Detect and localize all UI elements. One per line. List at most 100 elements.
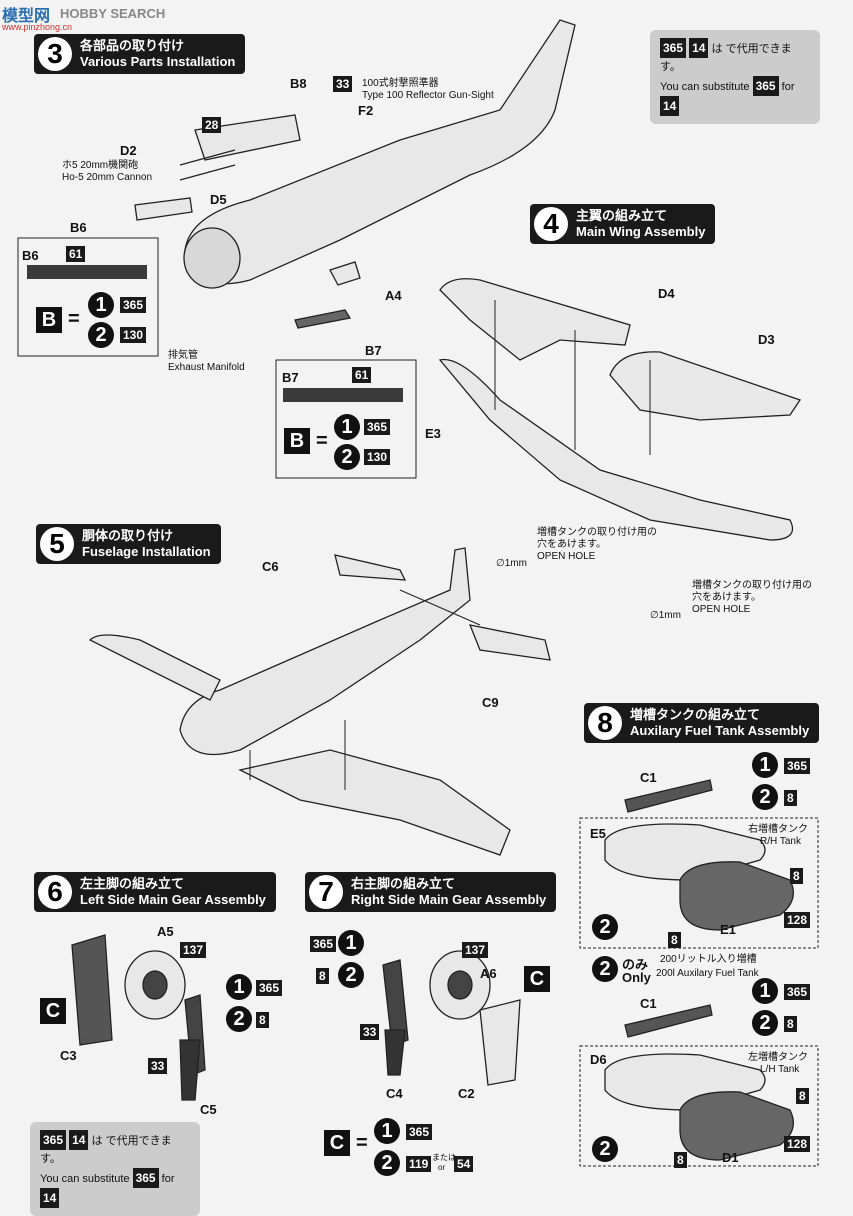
part-label: D6 [590, 1052, 607, 1067]
step-6-number: 6 [38, 875, 72, 909]
paint-chip: 365 [660, 38, 687, 58]
paint-chip: 365 [40, 1130, 67, 1150]
part-label: D1 [722, 1150, 739, 1165]
tank200-jp: 200リットル入り増槽 [660, 954, 757, 965]
watermark-url: www.pinzhong.cn [2, 22, 73, 32]
paint-chip: 61 [66, 246, 86, 262]
exhaust-label-en: Exhaust Manifold [168, 362, 245, 373]
ratio-2-icon: 2 [334, 444, 360, 470]
equals-sign: = [316, 430, 328, 452]
mix-letter: C [40, 998, 66, 1024]
lh-tank-jp: 左増槽タンク [748, 1052, 808, 1063]
substitute-note-bottom: 365 14 は で代用できます。 You can substitute 365… [30, 1122, 200, 1216]
paint-chip: 8 [674, 1152, 687, 1168]
ratio-1-icon: 1 [374, 1118, 400, 1144]
part-label: D5 [210, 192, 227, 207]
paint-chip: 137 [462, 942, 489, 958]
hole-note-en: OPEN HOLE [692, 604, 751, 615]
part-label: C3 [60, 1048, 77, 1063]
part-label: C9 [482, 695, 499, 710]
step-5-title-jp: 胴体の取り付け [82, 528, 174, 543]
paint-chip: 8 [790, 868, 803, 884]
part-label: E3 [425, 426, 441, 441]
paint-chip: 365 [364, 419, 391, 435]
paint-chip: 8 [256, 1012, 269, 1028]
paint-chip: 365 [784, 758, 811, 774]
gunsight-label-en: Type 100 Reflector Gun-Sight [362, 90, 494, 101]
paint-chip: 365 [310, 936, 337, 952]
step-6-title-jp: 左主脚の組み立て [80, 876, 185, 891]
part-label: C2 [458, 1086, 475, 1101]
part-label: D3 [758, 332, 775, 347]
step-4-title-jp: 主翼の組み立て [576, 208, 668, 223]
paint-chip: 365 [784, 984, 811, 1000]
ratio-1-icon: 1 [752, 752, 778, 778]
mix-letter: C [524, 966, 550, 992]
hole-note-jp: 増槽タンクの取り付け用の穴をあけます。 [692, 580, 812, 603]
paint-chip: 33 [148, 1058, 168, 1074]
step-3-title-jp: 各部品の取り付け [80, 38, 185, 53]
part-label: F2 [358, 103, 374, 118]
paint-chip: 365 [132, 1168, 159, 1188]
step-3-number: 3 [38, 37, 72, 71]
cannon-label-en: Ho-5 20mm Cannon [62, 172, 153, 183]
ratio-1-icon: 1 [334, 414, 360, 440]
ratio-1-icon: 1 [88, 292, 114, 318]
ratio-2-icon: 2 [592, 1136, 618, 1162]
step-7-number: 7 [309, 875, 343, 909]
rh-tank-jp: 右増槽タンク [748, 824, 808, 835]
paint-chip: 14 [689, 38, 709, 58]
step-8-title-en: Auxilary Fuel Tank Assembly [630, 723, 810, 738]
part-label: C4 [386, 1086, 403, 1101]
exhaust-label-jp: 排気管 [168, 350, 198, 361]
hole-size: ∅1mm [650, 610, 681, 621]
paint-chip: 33 [333, 76, 353, 92]
part-label: C6 [262, 559, 279, 574]
paint-chip: 8 [668, 932, 681, 948]
or-label-en: or [438, 1163, 446, 1172]
part-label: C1 [640, 996, 657, 1011]
cannon-label-jp: ホ5 20mm機関砲 [62, 160, 139, 171]
part-label: B8 [290, 76, 307, 91]
lh-tank-en: L/H Tank [760, 1064, 800, 1075]
part-label: A6 [480, 966, 497, 981]
hole-size: ∅1mm [496, 558, 527, 569]
substitute-en-mid: for [781, 81, 795, 93]
part-label: D4 [658, 286, 675, 301]
ratio-2-icon: 2 [592, 956, 618, 982]
equals-sign: = [68, 308, 80, 330]
part-label: B7 [365, 343, 382, 358]
paint-chip: 8 [784, 790, 797, 806]
ratio-2-icon: 2 [752, 1010, 778, 1036]
step-7-title-jp: 右主脚の組み立て [351, 876, 456, 891]
watermark-brand: HOBBY SEARCH [60, 6, 166, 21]
step-5-title-en: Fuselage Installation [82, 544, 211, 559]
watermark-logo: 模型网 [2, 8, 51, 25]
only-label-jp: のみ [622, 957, 649, 972]
paint-chip: 8 [784, 1016, 797, 1032]
substitute-en-mid: for [161, 1173, 175, 1185]
step-4-number: 4 [534, 207, 568, 241]
tank200-en: 200l Auxilary Fuel Tank [656, 968, 759, 979]
paint-chip: 61 [352, 367, 372, 383]
paint-chip: 128 [784, 912, 811, 928]
only-label-en: Only [622, 970, 651, 985]
paint-chip: 365 [120, 297, 147, 313]
inset-part-label: B6 [22, 248, 39, 263]
substitute-en-pre: You can substitute [40, 1173, 130, 1185]
paint-chip: 365 [406, 1124, 433, 1140]
part-label: C1 [640, 770, 657, 785]
mix-letter: C [324, 1130, 350, 1156]
paint-chip: 365 [752, 76, 779, 96]
step-3-title-en: Various Parts Installation [80, 54, 236, 69]
step-5-number: 5 [40, 527, 74, 561]
paint-chip: 8 [796, 1088, 809, 1104]
part-label: C5 [200, 1102, 217, 1117]
hole-note-jp: 増槽タンクの取り付け用の穴をあけます。 [537, 527, 657, 550]
